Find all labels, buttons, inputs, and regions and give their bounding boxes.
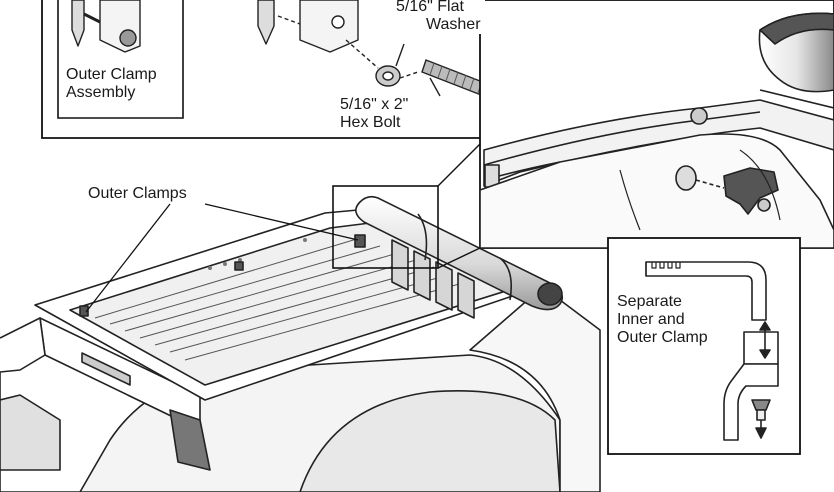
label-separate-clamp-line3: Outer Clamp [617,329,708,346]
label-outer-clamp-assembly-line1: Outer Clamp [66,66,157,83]
label-separate-clamp-line1: Separate [617,293,682,310]
label-outer-clamp-assembly: Outer Clamp Assembly [66,66,157,102]
bed-detail-drawing [479,12,834,249]
label-outer-clamp-assembly-line2: Assembly [66,84,136,101]
wheel-arch [299,390,561,492]
label-hex-bolt-line2: Hex Bolt [340,114,401,131]
label-flat-washer: 5/16" Flat Washer [396,0,485,34]
truck-bed [0,195,601,492]
label-hex-bolt-line1: 5/16" x 2" [340,96,409,113]
rear-bumper [0,394,61,471]
label-separate-clamp: Separate Inner and Outer Clamp [617,293,708,347]
clamp-assembly-box [57,0,184,119]
label-separate-clamp-line2: Inner and [617,311,685,328]
label-outer-clamps: Outer Clamps [88,185,187,202]
label-flat-washer-line2: Washer [426,16,481,33]
bed-side-right [469,284,601,492]
label-flat-washer-line1: 5/16" Flat [396,0,464,15]
label-hex-bolt: 5/16" x 2" Hex Bolt [340,96,408,132]
clamp-separation-drawing [645,261,779,441]
clamp-exploded-drawing [257,0,359,53]
tail-light [169,409,211,471]
flat-washer-drawing [345,39,405,87]
outer-clamps-callout-lines [85,203,359,313]
detail-highlight-box [332,185,439,269]
clamp-assembly-drawing [71,0,141,53]
